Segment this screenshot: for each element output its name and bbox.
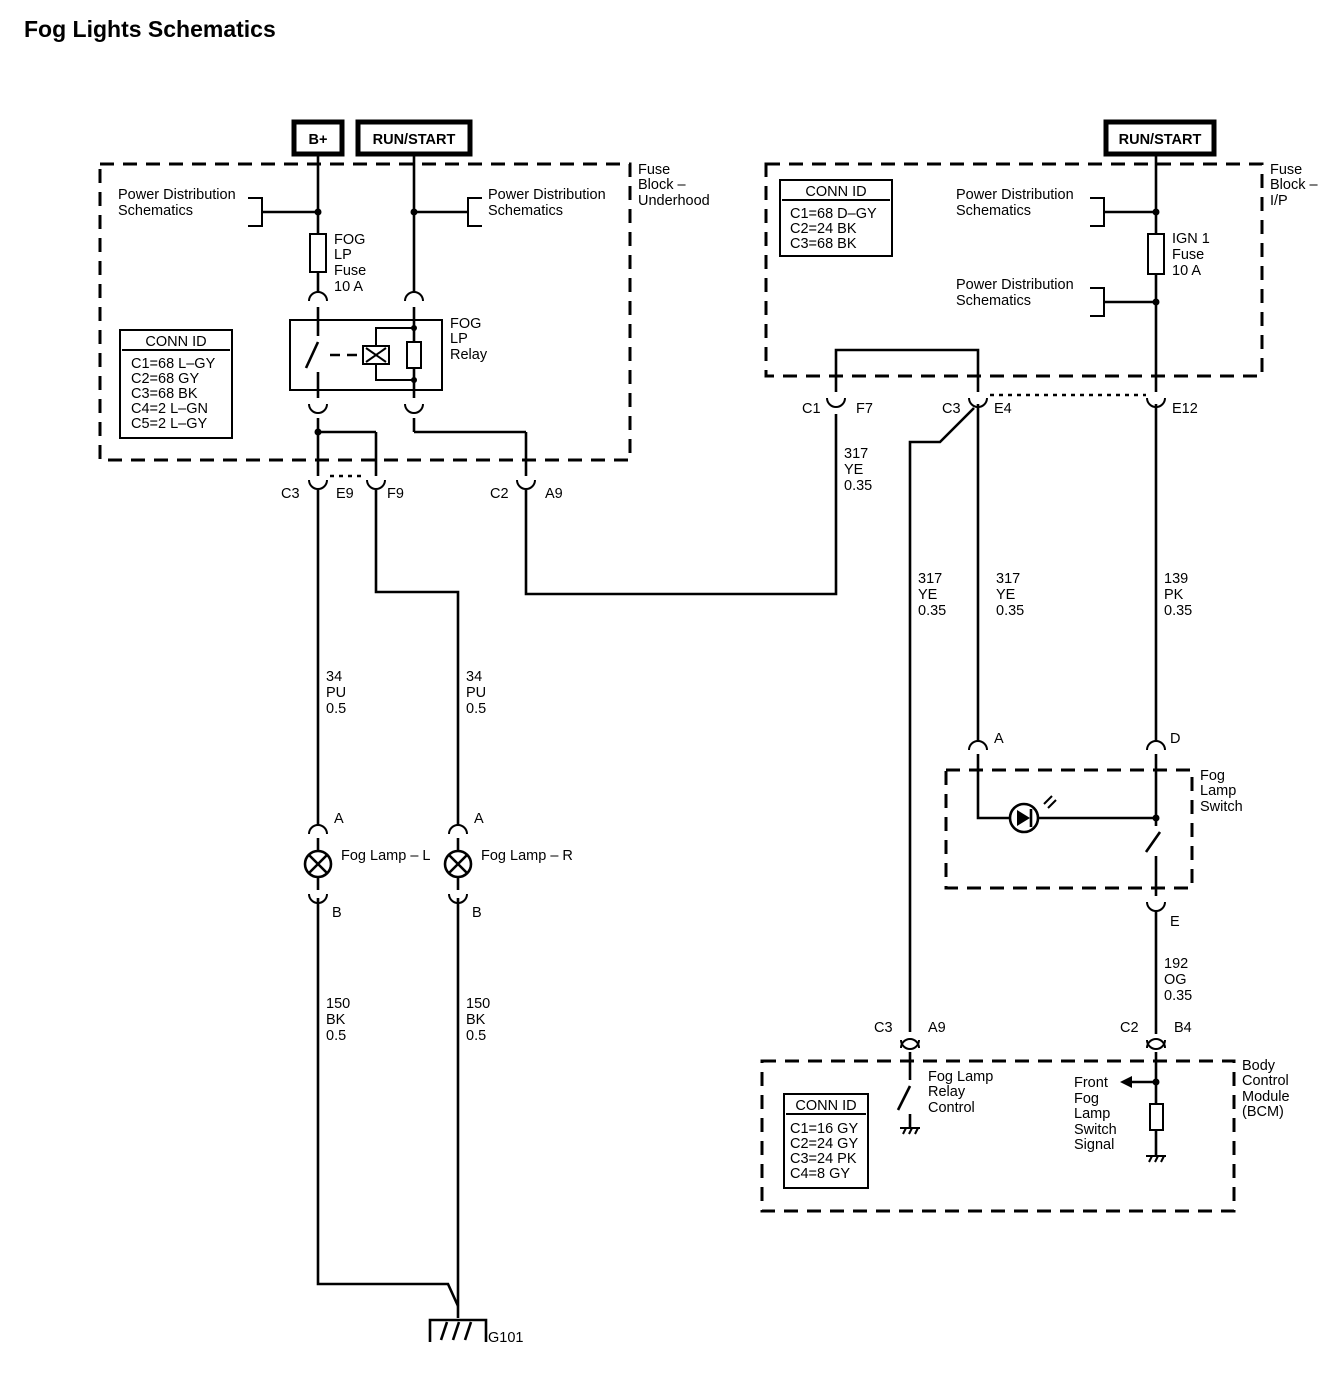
svg-text:CONN ID: CONN ID (805, 184, 866, 200)
wire-34-left: 34 PU 0.5 (326, 669, 350, 717)
bcm-label: Body Control Module (BCM) (1242, 1058, 1294, 1120)
ip-internal-link (826, 348, 1146, 408)
fog-lamp-switch (968, 740, 1166, 912)
sw-pin-a: A (994, 731, 1004, 747)
ip-conn-e4: E4 (994, 401, 1012, 417)
wire-139: 139 PK 0.35 (1164, 571, 1192, 619)
conn-f9: F9 (387, 486, 404, 502)
lamp-l-pin-b: B (332, 905, 342, 921)
sw-pin-e: E (1170, 914, 1180, 930)
wire-192: 192 OG 0.35 (1164, 956, 1192, 1004)
bcm-conn-c3: C3 (874, 1020, 893, 1036)
conn-a9: A9 (545, 486, 563, 502)
svg-text:RUN/START: RUN/START (373, 132, 456, 148)
bcm-conn-a9: A9 (928, 1020, 946, 1036)
ip-output-wiring (908, 404, 1158, 1032)
fog-lamp-switch-outline (944, 768, 1194, 890)
fog-relay-label: FOG LP Relay (450, 316, 488, 363)
conn-id-underhood: CONN ID C1=68 L–GY C2=68 GY C3=68 BK C4=… (119, 329, 233, 439)
front-fog-signal-label: Front Fog Lamp Switch Signal (1074, 1075, 1121, 1153)
conn-c2: C2 (490, 486, 509, 502)
lamp-r-pin-b: B (472, 905, 482, 921)
ip-conn-f7: F7 (856, 401, 873, 417)
fog-lamp-r-label: Fog Lamp – R (481, 848, 573, 864)
fog-lamp-wiring (316, 414, 838, 826)
svg-text:CONN ID: CONN ID (145, 334, 206, 350)
wire-150-left: 150 BK 0.5 (326, 996, 354, 1044)
lamp-r-pin-a: A (474, 811, 484, 827)
bcm-conn-c2: C2 (1120, 1020, 1139, 1036)
fog-lamp-right (443, 824, 473, 904)
ground-g101: G101 (488, 1330, 523, 1346)
conn-c3: C3 (281, 486, 300, 502)
bplus-circuit (262, 156, 378, 476)
sw-pin-d: D (1170, 731, 1180, 747)
wire-150-right: 150 BK 0.5 (466, 996, 494, 1044)
bcm-conn-b4: B4 (1174, 1020, 1192, 1036)
run-start-source: RUN/START (355, 119, 473, 157)
fuse-block-underhood-outline (98, 162, 632, 462)
ip-conn-c1: C1 (802, 401, 821, 417)
bcm-inputs (896, 1038, 1166, 1163)
fuse-block-ip-label: Fuse Block – I/P (1270, 162, 1322, 209)
ip-conn-c3: C3 (942, 401, 961, 417)
fog-lamp-switch-label: Fog Lamp Switch (1200, 768, 1243, 815)
run-start-ip-source: RUN/START (1103, 119, 1217, 157)
fog-lamp-l-label: Fog Lamp – L (341, 848, 430, 864)
ign-fuse-label: IGN 1 Fuse 10 A (1172, 231, 1214, 279)
svg-text:C1=68 D–GY C2=24 BK: C1=68 D–GY C2=24 BK C3=68 BK (790, 206, 880, 252)
svg-text:RUN/START: RUN/START (1119, 132, 1202, 148)
svg-text:C1=16 GY C2=24 GY: C1=16 GY C2=24 GY C3=24 PK C4=8 GY (790, 1121, 862, 1182)
ground-wiring (316, 898, 488, 1342)
bcm-outline (760, 1059, 1236, 1213)
svg-text:CONN ID: CONN ID (795, 1098, 856, 1114)
underhood-connectors (308, 474, 536, 490)
fog-relay (289, 319, 443, 391)
svg-text:C1=68 L–GY C2=68 GY: C1=68 L–GY C2=68 GY C3=68 BK C4=2 L–GN C… (131, 356, 219, 432)
lamp-l-pin-a: A (334, 811, 344, 827)
ip-feed-circuit (1104, 156, 1166, 408)
wire-317-c3: 317 YE 0.35 (918, 571, 946, 619)
svg-text:B+: B+ (309, 132, 328, 148)
bplus-source: B+ (291, 119, 345, 157)
conn-id-bcm: CONN ID C1=16 GY C2=24 GY C3=24 PK C4=8 … (783, 1093, 869, 1189)
wire-34-right: 34 PU 0.5 (466, 669, 490, 717)
relay-control-label: Fog Lamp Relay Control (928, 1069, 997, 1116)
fog-lamp-left (303, 824, 333, 904)
wire-317-f7: 317 YE 0.35 (844, 446, 872, 494)
fuse-block-underhood-label: Fuse Block – Underhood (638, 162, 710, 209)
ip-conn-e12: E12 (1172, 401, 1198, 417)
fuse-block-ip-outline (764, 162, 1264, 378)
conn-id-ip: CONN ID C1=68 D–GY C2=24 BK C3=68 BK (779, 179, 893, 257)
conn-e9: E9 (336, 486, 354, 502)
page-title: Fog Lights Schematics (24, 16, 276, 42)
wire-317-e4: 317 YE 0.35 (996, 571, 1024, 619)
fog-fuse-label: FOG LP Fuse 10 A (334, 232, 370, 295)
